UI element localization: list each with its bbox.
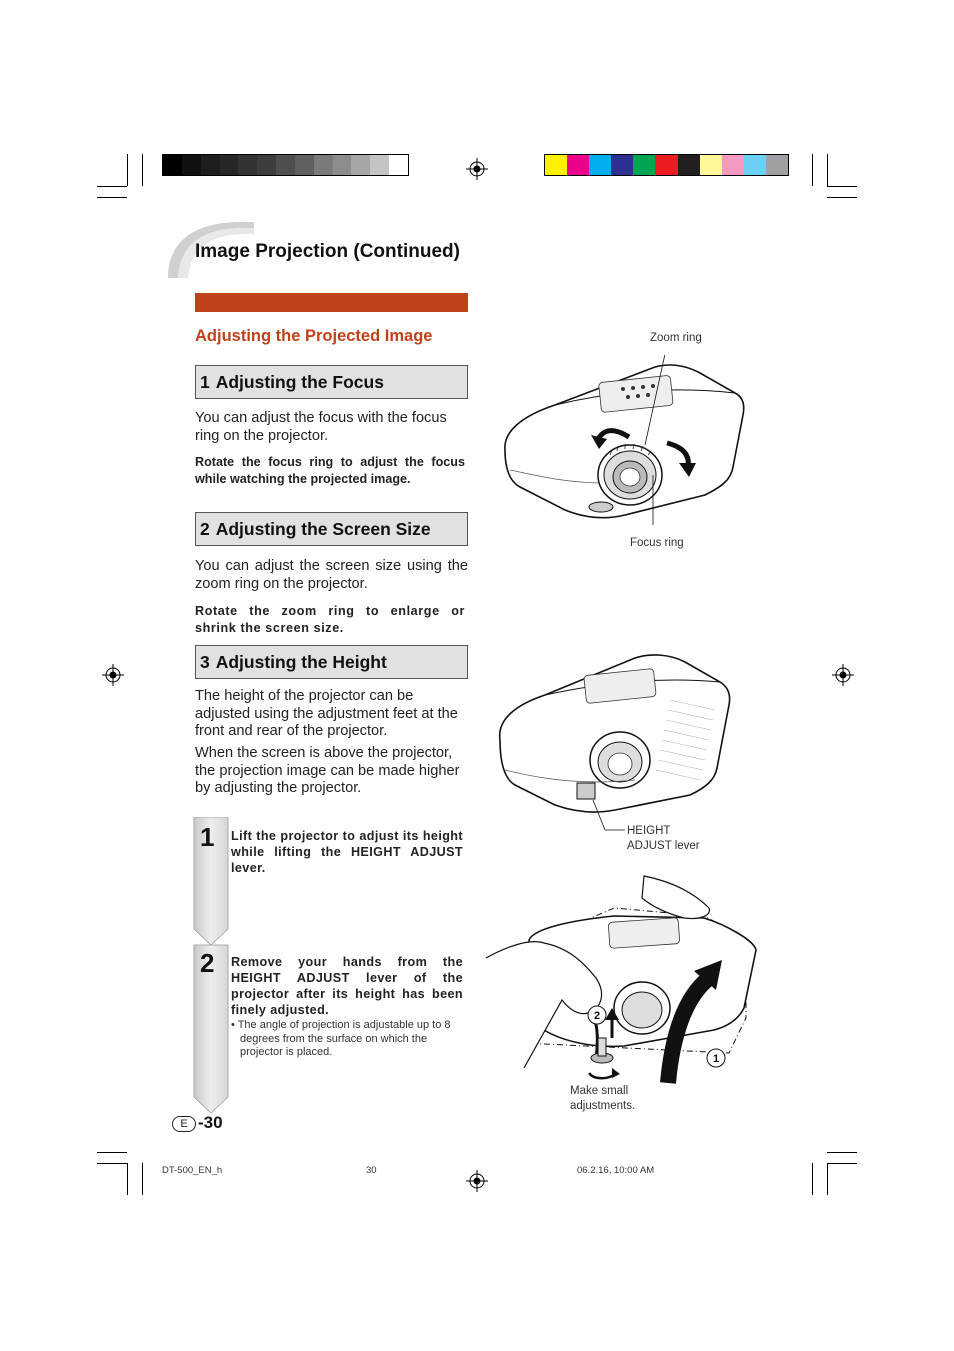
color-swatch [611, 155, 634, 175]
color-swatch [351, 155, 371, 175]
color-swatch [181, 155, 201, 175]
color-swatch [633, 155, 656, 175]
print-date: 06.2.16, 10:00 AM [577, 1165, 655, 1176]
color-swatch [332, 155, 352, 175]
print-page: 30 [366, 1165, 377, 1176]
color-swatch [276, 155, 295, 175]
color-swatch [163, 155, 182, 175]
callout-1: 1 [713, 1053, 719, 1065]
subsection-title: Adjusting the Projected Image [195, 327, 433, 345]
accent-bar [195, 293, 468, 312]
color-swatch [655, 155, 678, 175]
projector-focus-illustration [504, 355, 745, 525]
color-swatch [589, 155, 612, 175]
color-swatch [567, 155, 590, 175]
color-swatch [294, 155, 314, 175]
color-swatch [699, 155, 722, 175]
color-swatch [370, 155, 390, 175]
height-body-2: When the screen is above the projector, … [195, 745, 460, 796]
screen-size-instruction: Rotate the zoom ring to enlarge or shrin… [195, 604, 465, 635]
small-adjust-label-line2: adjustments. [570, 1100, 636, 1112]
zoom-ring-label: Zoom ring [650, 332, 702, 344]
color-swatch [545, 155, 568, 175]
focus-instruction: Rotate the focus ring to adjust the focu… [195, 455, 465, 486]
color-swatch [200, 155, 220, 175]
page-letter-badge: E [172, 1116, 196, 1132]
color-swatch [743, 155, 766, 175]
grayscale-color-bar [162, 154, 409, 176]
height-adjust-label-line1: HEIGHT [627, 825, 671, 837]
focus-body: You can adjust the focus with the focus … [195, 410, 447, 444]
section-tab-icon [168, 222, 254, 278]
step-sidebar [193, 817, 229, 1114]
registration-mark-icon [466, 1170, 488, 1192]
color-swatch [677, 155, 700, 175]
projector-lift-illustration: 2 1 [485, 875, 757, 1084]
height-adjust-label-line2: ADJUST lever [627, 840, 700, 852]
height-body-1: The height of the projector can be adjus… [195, 688, 458, 739]
color-swatch [257, 155, 277, 175]
color-swatch [389, 155, 408, 175]
color-swatch [765, 155, 789, 175]
doc-id: DT-500_EN_h [162, 1165, 223, 1176]
small-adjust-label-line1: Make small [570, 1085, 629, 1097]
step-text: Remove your hands from the HEIGHT ADJUST… [231, 955, 463, 1017]
step-note: • The angle of projection is adjustable … [231, 1019, 451, 1058]
page-number: -30 [198, 1113, 223, 1132]
projector-height-illustration [498, 654, 731, 831]
registration-mark-icon [832, 664, 854, 686]
callout-2: 2 [594, 1010, 600, 1022]
registration-mark-icon [102, 664, 124, 686]
color-swatch [313, 155, 333, 175]
color-swatch [238, 155, 258, 175]
step-number: 2 [200, 948, 215, 978]
step-text: Lift the projector to adjust its height … [231, 829, 463, 875]
focus-ring-label: Focus ring [630, 537, 684, 549]
screen-size-body: You can adjust the screen size using the… [195, 558, 468, 592]
page-title: Image Projection (Continued) [195, 241, 460, 262]
color-swatch [219, 155, 239, 175]
process-color-bar [544, 154, 789, 176]
step-number: 1 [200, 822, 215, 852]
registration-mark-icon [466, 158, 488, 180]
color-swatch [721, 155, 744, 175]
